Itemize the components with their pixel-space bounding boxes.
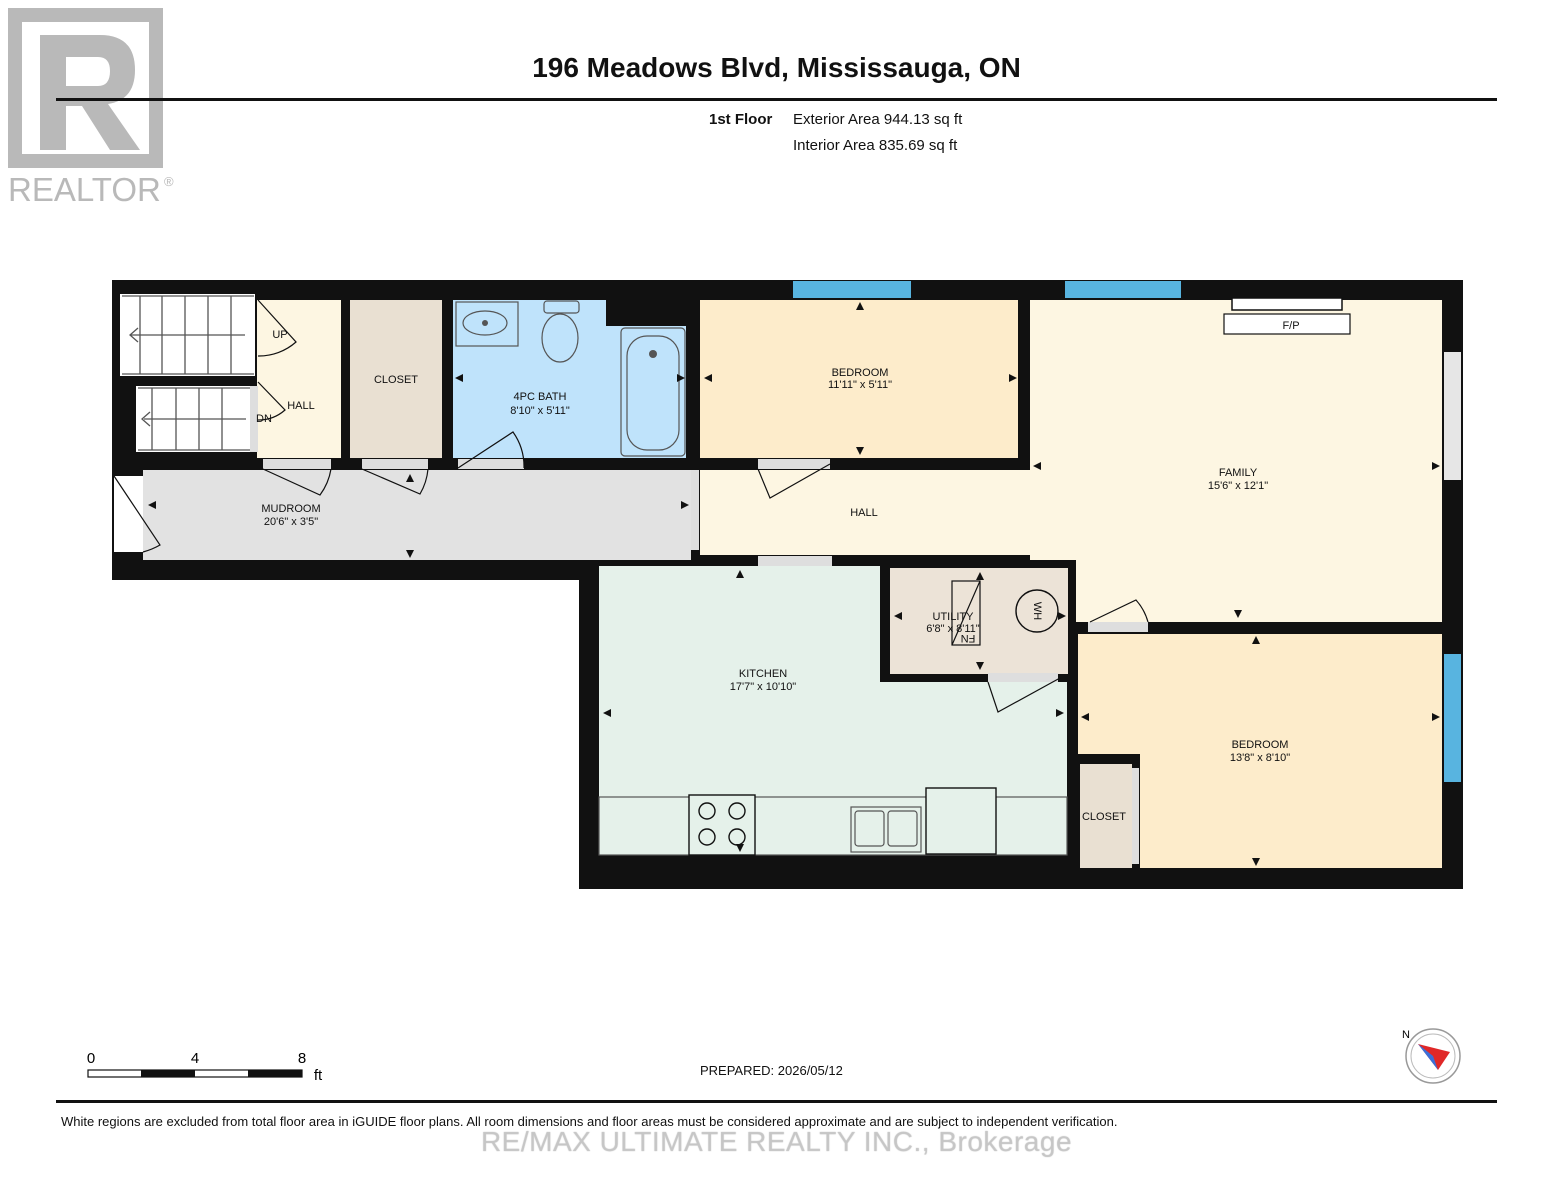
main-hall-label: HALL xyxy=(850,507,878,519)
compass-north: N xyxy=(1402,1029,1410,1041)
brokerage-watermark: RE/MAX ULTIMATE REALTY INC., Brokerage xyxy=(480,1126,1073,1157)
bedroom-2-dims: 13'8" x 8'10" xyxy=(1230,752,1290,764)
bedroom-1-room xyxy=(700,300,1018,458)
small-hall-label: HALL xyxy=(287,400,315,412)
fireplace-hearth xyxy=(1231,297,1343,311)
family-name: FAMILY xyxy=(1219,467,1258,479)
mudroom-name: MUDROOM xyxy=(261,503,320,515)
stove xyxy=(688,794,756,856)
fireplace-box xyxy=(1223,313,1351,335)
stair-dn-treads xyxy=(138,387,250,451)
kitchen-dims: 17'7" x 10'10" xyxy=(730,681,797,693)
scale-tick-0: 0 xyxy=(87,1050,95,1067)
water-heater-icon xyxy=(1015,589,1059,633)
closet-1-room xyxy=(350,300,442,458)
kitchen-name: KITCHEN xyxy=(739,668,787,680)
compass-icon: N xyxy=(1402,1028,1461,1084)
kitchen-sink xyxy=(850,806,922,853)
header-rule xyxy=(56,98,1497,101)
utility-room xyxy=(890,568,1068,674)
bedroom-1-dims: 11'11" x 5'11" xyxy=(828,379,892,391)
scale-unit: ft xyxy=(314,1067,323,1084)
bedroom-1-name: BEDROOM xyxy=(832,367,889,379)
refrigerator xyxy=(925,787,997,855)
stair-dn-label: DN xyxy=(256,413,272,425)
registered-mark: ® xyxy=(164,174,174,189)
utility-dims: 6'8" x 8'11" xyxy=(926,623,979,635)
stair-up-treads xyxy=(122,295,254,375)
bedroom-2-name: BEDROOM xyxy=(1232,739,1289,751)
family-dims: 15'6" x 12'1" xyxy=(1208,480,1268,492)
door-swings xyxy=(113,299,1149,713)
toilet xyxy=(541,313,579,363)
prepared-date: PREPARED: 2026/05/12 xyxy=(700,1063,843,1078)
closet-1-label: CLOSET xyxy=(374,374,418,386)
dimension-markers xyxy=(148,302,1440,866)
page-title: 196 Meadows Blvd, Mississauga, ON xyxy=(532,52,1021,83)
interior-area: Interior Area 835.69 sq ft xyxy=(793,137,958,154)
scale-tick-4: 4 xyxy=(191,1050,199,1067)
utility-name: UTILITY xyxy=(933,611,975,623)
closet-2-label: CLOSET xyxy=(1082,811,1126,823)
scale-bar: 0 4 8 ft xyxy=(87,1050,323,1084)
bath-dims: 8'10" x 5'11" xyxy=(510,405,570,417)
side-opening xyxy=(1444,352,1461,480)
disclaimer: White regions are excluded from total fl… xyxy=(61,1114,1118,1129)
exterior-area: Exterior Area 944.13 sq ft xyxy=(793,111,963,128)
stair-up-label: UP xyxy=(272,329,287,341)
water-heater-label: WH xyxy=(1031,602,1043,620)
mudroom-room xyxy=(143,470,691,560)
furnace-label: FN xyxy=(961,632,976,644)
furnace xyxy=(951,580,981,646)
bath-name: 4PC BATH xyxy=(514,391,567,403)
floor-label: 1st Floor xyxy=(709,111,773,128)
fireplace-label: F/P xyxy=(1282,320,1299,332)
kitchen-counter xyxy=(598,796,1068,856)
footer-rule xyxy=(56,1100,1497,1103)
closet-2-room xyxy=(1080,764,1132,868)
realtor-logo: REALTOR ® xyxy=(0,0,185,215)
mudroom-dims: 20'6" x 3'5" xyxy=(264,516,318,528)
window-family xyxy=(1065,281,1181,298)
small-hall-room xyxy=(257,300,341,458)
scale-tick-8: 8 xyxy=(298,1050,306,1067)
logo-wordmark: REALTOR xyxy=(8,171,161,208)
window-bedroom-2 xyxy=(1444,654,1461,782)
window-bedroom-1 xyxy=(793,281,911,298)
main-hall-room xyxy=(700,470,1076,555)
